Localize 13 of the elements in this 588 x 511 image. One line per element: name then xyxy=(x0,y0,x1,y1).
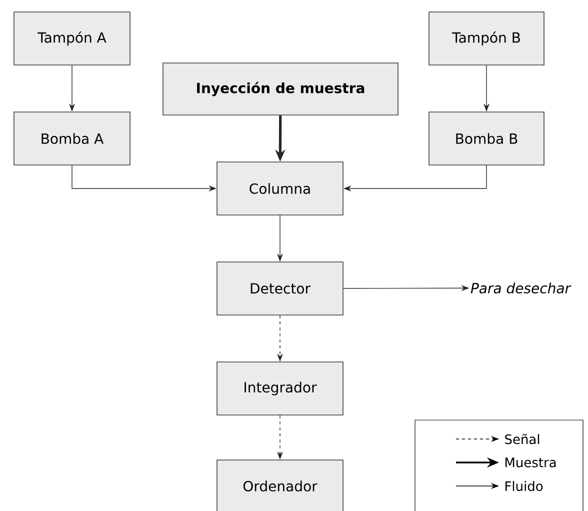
process-box: Tampón B xyxy=(428,12,544,66)
output-label: Para desechar xyxy=(470,282,572,294)
process-box: Integrador xyxy=(216,362,344,416)
process-box: Bomba B xyxy=(428,112,544,166)
process-box: Bomba A xyxy=(14,112,130,166)
legend-label: Fluido xyxy=(505,480,543,492)
legend-label: Señal xyxy=(505,434,540,444)
process-box: Detector xyxy=(216,262,344,316)
legend-label: Muestra xyxy=(505,458,556,468)
process-box: Inyección de muestra xyxy=(162,62,398,116)
process-box: Tampón A xyxy=(14,12,130,66)
process-box: Columna xyxy=(216,162,344,216)
process-box: Ordenador xyxy=(216,460,344,511)
